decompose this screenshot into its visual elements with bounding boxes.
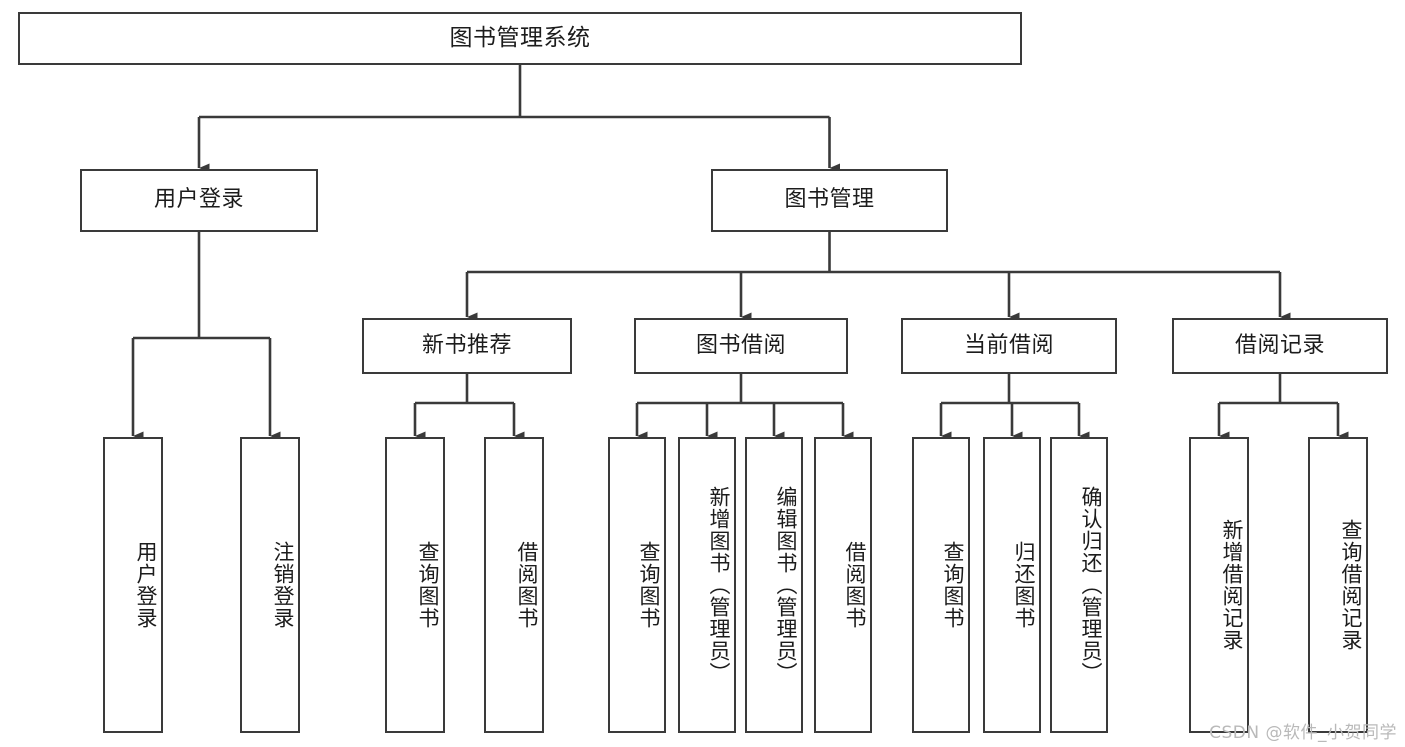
node-label: 注销登录: [271, 541, 295, 629]
node-label: 当前借阅: [963, 332, 1054, 358]
node-borrow-record[interactable]: 借阅记录: [1172, 318, 1388, 374]
node-label: 用户登录: [153, 187, 244, 213]
node-leaf-logout[interactable]: 注销登录: [240, 437, 300, 733]
node-label: 编辑图书（管理员）: [774, 486, 798, 684]
node-leaf-borrow-book-1[interactable]: 借阅图书: [484, 437, 544, 733]
node-leaf-add-borrow-record[interactable]: 新增借阅记录: [1189, 437, 1249, 733]
node-label: 新增图书（管理员）: [707, 486, 731, 684]
node-label: 归还图书: [1012, 541, 1036, 629]
node-book-management[interactable]: 图书管理: [711, 169, 948, 232]
node-label: 用户登录: [134, 541, 158, 629]
node-user-login[interactable]: 用户登录: [80, 169, 318, 232]
node-label: 新书推荐: [421, 332, 512, 358]
node-leaf-user-login[interactable]: 用户登录: [103, 437, 163, 733]
node-leaf-add-book-admin[interactable]: 新增图书（管理员）: [678, 437, 736, 733]
node-label: 借阅图书: [843, 541, 867, 629]
node-label: 查询借阅记录: [1339, 519, 1363, 651]
node-new-book-recommend[interactable]: 新书推荐: [362, 318, 572, 374]
node-label: 图书管理: [784, 187, 875, 213]
node-label: 图书管理系统: [449, 24, 591, 51]
node-leaf-edit-book-admin[interactable]: 编辑图书（管理员）: [745, 437, 803, 733]
node-leaf-confirm-return-admin[interactable]: 确认归还（管理员）: [1050, 437, 1108, 733]
node-label: 查询图书: [941, 541, 965, 629]
node-leaf-query-book-3[interactable]: 查询图书: [912, 437, 970, 733]
node-current-borrow[interactable]: 当前借阅: [901, 318, 1117, 374]
node-label: 新增借阅记录: [1220, 519, 1244, 651]
node-label: 借阅记录: [1234, 332, 1325, 358]
node-leaf-query-book-1[interactable]: 查询图书: [385, 437, 445, 733]
node-label: 查询图书: [637, 541, 661, 629]
node-label: 图书借阅: [695, 332, 786, 358]
node-root[interactable]: 图书管理系统: [18, 12, 1022, 65]
node-label: 借阅图书: [515, 541, 539, 629]
node-leaf-return-book[interactable]: 归还图书: [983, 437, 1041, 733]
node-leaf-borrow-book-2[interactable]: 借阅图书: [814, 437, 872, 733]
node-leaf-query-book-2[interactable]: 查询图书: [608, 437, 666, 733]
node-book-borrow[interactable]: 图书借阅: [634, 318, 848, 374]
node-label: 确认归还（管理员）: [1079, 486, 1103, 684]
node-leaf-query-borrow-record[interactable]: 查询借阅记录: [1308, 437, 1368, 733]
node-label: 查询图书: [416, 541, 440, 629]
